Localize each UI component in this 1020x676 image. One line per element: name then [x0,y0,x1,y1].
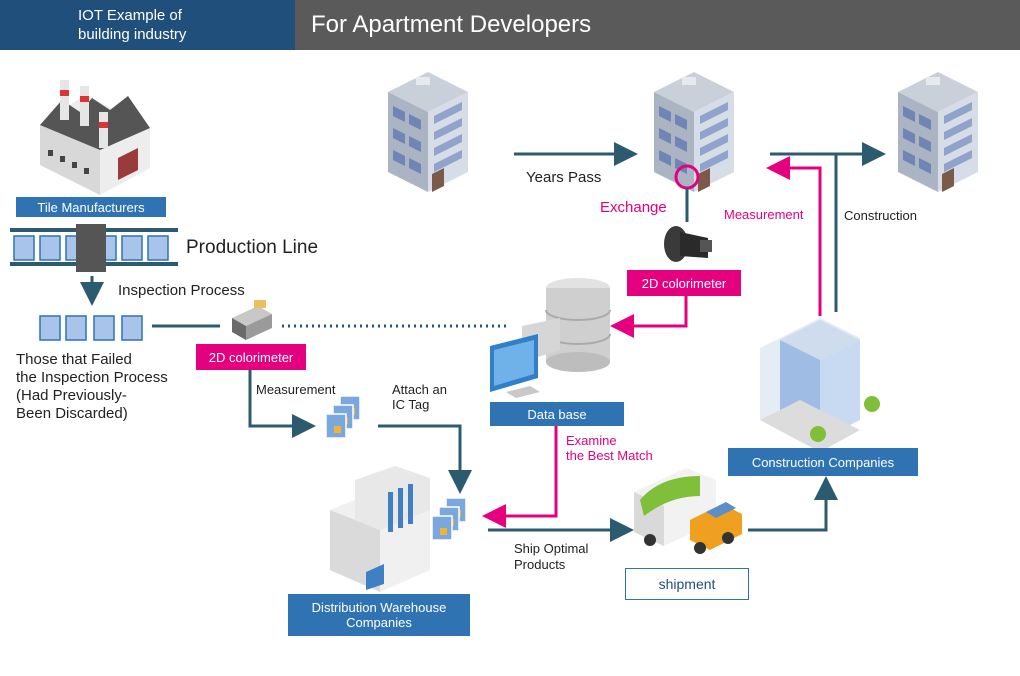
construction-companies-text: Construction Companies [751,454,895,470]
distribution-warehouse-icon [330,466,430,592]
distribution-line-2: Companies [346,615,412,630]
inspection-process-label: Inspection Process [118,282,245,299]
colorimeter-camera-left-icon [232,300,272,340]
years-pass-label: Years Pass [526,169,602,186]
failed-line-2: the Inspection Process [16,369,168,386]
colorimeter-right-text: 2D colorimeter [641,275,727,291]
examine-line-2: the Best Match [566,448,653,463]
tile-manufacturers-text: Tile Manufacturers [37,199,145,215]
attach-line-1: Attach an [392,382,447,397]
page-title: For Apartment Developers [295,0,1020,50]
delivery-truck-icon [634,468,742,554]
shipment-text: shipment [658,576,716,592]
attach-line-2: IC Tag [392,397,430,412]
failed-line-1: Those that Failed [16,351,132,368]
factory-icon [40,80,150,195]
production-line-label: Production Line [186,237,319,258]
examine-line-1: Examine [566,433,617,448]
colorimeter-left-text: 2D colorimeter [208,349,294,365]
measurement-left-label: Measurement [256,382,336,397]
header-category-line2: building industry [78,26,187,43]
database-label: Data base [490,402,624,426]
exchange-label: Exchange [600,199,667,216]
construction-label: Construction [844,208,917,223]
page-title-text: For Apartment Developers [311,11,592,38]
distribution-warehouse-label: Distribution Warehouse Companies [288,594,470,636]
header-category-line1: IOT Example of [78,7,182,24]
construction-company-building-icon [760,318,880,452]
ship-line-1: Ship Optimal [514,541,589,556]
database-text: Data base [527,406,587,422]
ship-line-2: Products [514,557,566,572]
measurement-right-label: Measurement [724,207,804,222]
colorimeter-left-badge: 2D colorimeter [196,344,306,370]
shipment-label: shipment [625,568,749,600]
production-line-icon [10,224,178,272]
header-category: IOT Example of building industry [0,0,295,50]
tile-manufacturers-label: Tile Manufacturers [16,197,166,217]
database-server-icon [490,278,611,398]
failed-tiles-icon [39,315,143,341]
colorimeter-right-badge: 2D colorimeter [627,270,741,296]
colorimeter-camera-right-icon [664,226,712,262]
distribution-line-1: Distribution Warehouse [311,600,447,615]
failed-line-3: (Had Previously- [16,387,127,404]
construction-companies-label: Construction Companies [728,448,918,476]
failed-line-4: Been Discarded) [16,405,128,422]
